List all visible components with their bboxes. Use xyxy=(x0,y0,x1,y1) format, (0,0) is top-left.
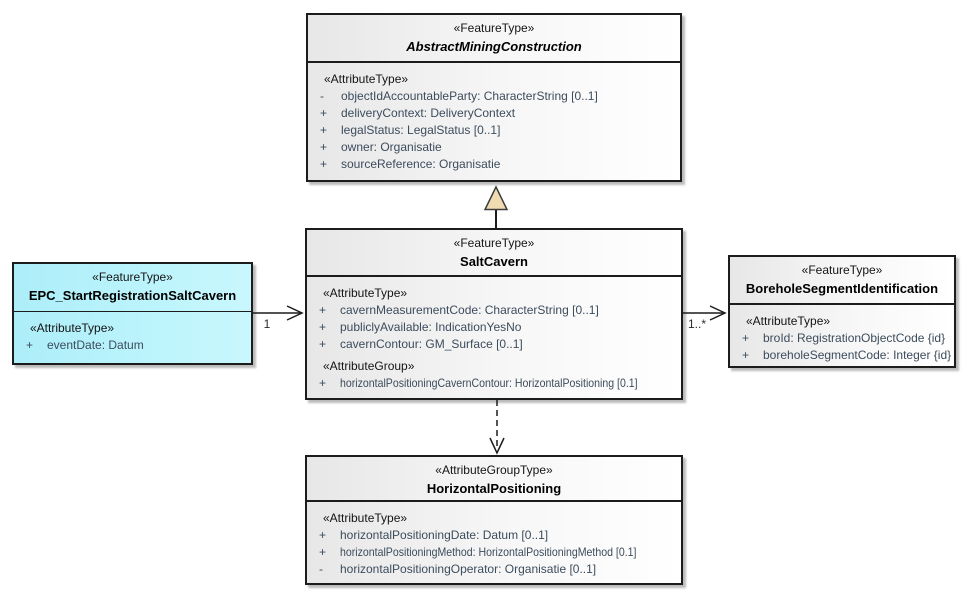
multiplicity-label: 1..* xyxy=(688,317,707,331)
class-stereotype: «FeatureType» xyxy=(92,270,173,284)
attribute-compartment: «AttributeType» + horizontalPositioningD… xyxy=(307,502,681,582)
attribute-row[interactable]: + horizontalPositioningMethod: Horizonta… xyxy=(313,544,675,561)
visibility-symbol: + xyxy=(319,528,327,542)
attribute-text: owner: Organisatie xyxy=(341,140,442,154)
class-name: SaltCavern xyxy=(460,254,528,269)
attribute-row[interactable]: - objectIdAccountableParty: CharacterStr… xyxy=(314,88,674,105)
generalization-connector[interactable] xyxy=(483,185,509,228)
attribute-text: horizontalPositioningCavernContour: Hori… xyxy=(340,376,638,390)
visibility-symbol: + xyxy=(320,106,328,120)
attribute-row[interactable]: + publiclyAvailable: IndicationYesNo xyxy=(313,319,675,336)
visibility-symbol: + xyxy=(319,545,327,559)
open-arrowhead-icon xyxy=(286,305,304,321)
attribute-compartment: «AttributeType» + cavernMeasurementCode:… xyxy=(307,277,681,396)
attribute-row[interactable]: + cavernContour: GM_Surface [0..1] xyxy=(313,336,675,353)
attribute-row[interactable]: + sourceReference: Organisatie xyxy=(314,156,674,173)
visibility-symbol: + xyxy=(320,157,328,171)
section-stereotype: «AttributeType» xyxy=(746,314,831,328)
class-box-boreholesegmentidentification[interactable]: «FeatureType» BoreholeSegmentIdentificat… xyxy=(728,255,956,368)
visibility-symbol: + xyxy=(319,376,327,390)
attribute-text: publiclyAvailable: IndicationYesNo xyxy=(340,320,522,334)
section-stereotype: «AttributeType» xyxy=(324,72,409,86)
section-stereotype: «AttributeType» xyxy=(323,286,408,300)
visibility-symbol: + xyxy=(742,348,750,362)
visibility-symbol: - xyxy=(320,89,324,103)
attribute-row[interactable]: + boreholeSegmentCode: Integer {id} xyxy=(736,347,952,364)
generalization-triangle-icon xyxy=(483,185,509,211)
visibility-symbol: + xyxy=(319,320,327,334)
multiplicity-label: 1 xyxy=(263,317,271,331)
attribute-text: cavernContour: GM_Surface [0..1] xyxy=(340,337,523,351)
attribute-text: eventDate: Datum xyxy=(47,338,144,352)
attribute-text: sourceReference: Organisatie xyxy=(341,157,501,171)
attribute-compartment: «AttributeType» + eventDate: Datum xyxy=(14,312,251,358)
open-arrowhead-down-icon xyxy=(489,437,505,455)
attribute-text: boreholeSegmentCode: Integer {id} xyxy=(763,348,952,362)
class-name: BoreholeSegmentIdentification xyxy=(745,281,939,296)
attribute-text: horizontalPositioningOperator: Organisat… xyxy=(340,562,597,576)
visibility-symbol: + xyxy=(320,140,328,154)
attribute-text: broId: RegistrationObjectCode {id} xyxy=(763,331,946,345)
visibility-symbol: + xyxy=(26,338,34,352)
attribute-text: cavernMeasurementCode: CharacterString [… xyxy=(340,303,599,317)
attribute-row[interactable]: + broId: RegistrationObjectCode {id} xyxy=(736,330,948,347)
visibility-symbol: + xyxy=(742,331,750,345)
attribute-row[interactable]: + cavernMeasurementCode: CharacterString… xyxy=(313,302,675,319)
dependency-saltcavern-to-horizontalpositioning[interactable] xyxy=(489,400,505,455)
class-header: «FeatureType» BoreholeSegmentIdentificat… xyxy=(730,257,954,305)
attribute-row[interactable]: + eventDate: Datum xyxy=(20,337,245,354)
attribute-text: horizontalPositioningMethod: HorizontalP… xyxy=(340,545,637,559)
attribute-text: legalStatus: LegalStatus [0..1] xyxy=(341,123,501,137)
attribute-row[interactable]: - horizontalPositioningOperator: Organis… xyxy=(313,561,675,578)
visibility-symbol: - xyxy=(319,562,323,576)
class-name: EPC_StartRegistrationSaltCavern xyxy=(28,288,237,303)
class-stereotype: «FeatureType» xyxy=(801,263,883,277)
attribute-text: deliveryContext: DeliveryContext xyxy=(341,106,516,120)
class-stereotype: «FeatureType» xyxy=(453,21,535,35)
attribute-text: objectIdAccountableParty: CharacterStrin… xyxy=(341,89,598,103)
attribute-row[interactable]: + legalStatus: LegalStatus [0..1] xyxy=(314,122,674,139)
class-box-saltcavern[interactable]: «FeatureType» SaltCavern «AttributeType»… xyxy=(305,228,683,400)
attribute-row[interactable]: + owner: Organisatie xyxy=(314,139,674,156)
visibility-symbol: + xyxy=(319,303,327,317)
class-header: «AttributeGroupType» HorizontalPositioni… xyxy=(307,457,681,502)
attribute-text: horizontalPositioningDate: Datum [0..1] xyxy=(340,528,549,542)
section-stereotype: «AttributeGroup» xyxy=(323,359,415,373)
class-stereotype: «AttributeGroupType» xyxy=(435,463,553,477)
visibility-symbol: + xyxy=(320,123,328,137)
section-stereotype: «AttributeType» xyxy=(30,321,115,335)
class-box-abstractminingconstruction[interactable]: «FeatureType» AbstractMiningConstruction… xyxy=(306,13,682,182)
class-stereotype: «FeatureType» xyxy=(453,236,535,250)
class-name: AbstractMiningConstruction xyxy=(406,39,582,54)
class-header: «FeatureType» SaltCavern xyxy=(307,230,681,277)
attribute-row[interactable]: + deliveryContext: DeliveryContext xyxy=(314,105,674,122)
attribute-compartment: «AttributeType» - objectIdAccountablePar… xyxy=(308,63,680,177)
attribute-row[interactable]: + horizontalPositioningCavernContour: Ho… xyxy=(313,375,675,392)
class-name: HorizontalPositioning xyxy=(426,481,562,496)
attribute-row[interactable]: + horizontalPositioningDate: Datum [0..1… xyxy=(313,527,675,544)
section-stereotype: «AttributeType» xyxy=(323,511,408,525)
class-header: «FeatureType» EPC_StartRegistrationSaltC… xyxy=(14,264,251,312)
class-header: «FeatureType» AbstractMiningConstruction xyxy=(308,15,680,63)
visibility-symbol: + xyxy=(319,337,327,351)
attribute-compartment: «AttributeType» + broId: RegistrationObj… xyxy=(730,305,954,368)
class-box-epc-startregistrationsaltcavern[interactable]: «FeatureType» EPC_StartRegistrationSaltC… xyxy=(12,262,253,365)
class-box-horizontalpositioning[interactable]: «AttributeGroupType» HorizontalPositioni… xyxy=(305,455,683,585)
open-arrowhead-icon xyxy=(709,305,727,321)
